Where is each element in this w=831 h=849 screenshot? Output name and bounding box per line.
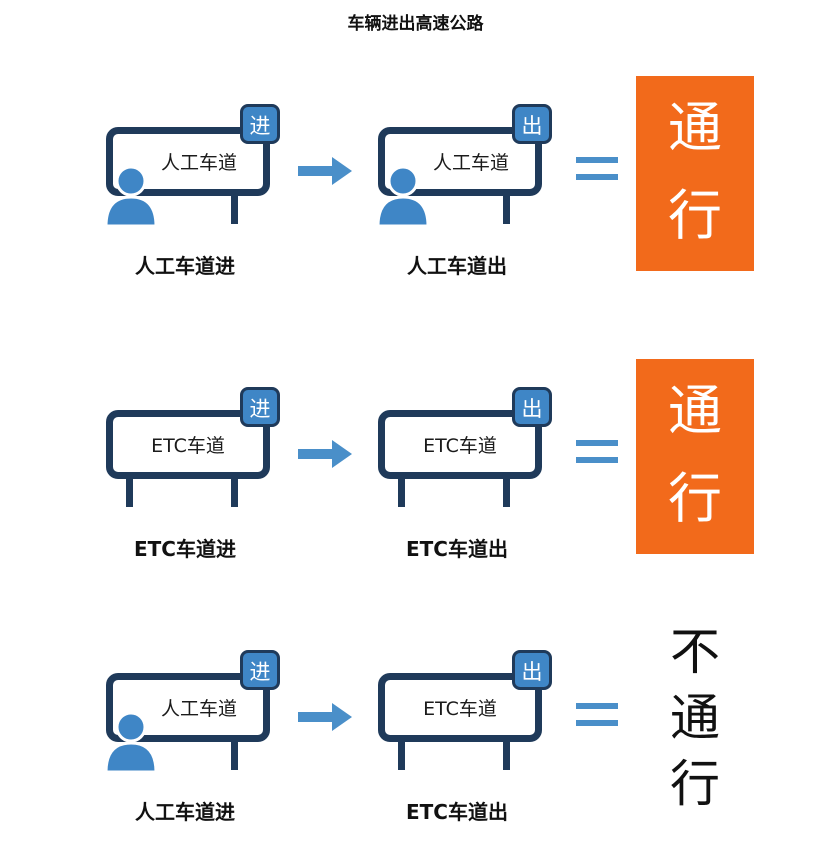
right-arrow-icon [298, 703, 352, 731]
lane-sign-label: 人工车道 [160, 698, 237, 720]
exit-booth: ETC车道 出 ETC车道出 [372, 385, 572, 561]
result-char: 通 [668, 379, 722, 442]
sign-post [503, 192, 510, 224]
entry-booth: ETC车道 进 ETC车道进 [100, 385, 300, 561]
result-pass-block: 通 行 [636, 76, 754, 271]
exit-booth: ETC车道 出 ETC车道出 [372, 648, 572, 824]
sign-post [231, 475, 238, 507]
sign-post [503, 738, 510, 770]
scenario-row-etc-etc: ETC车道 进 ETC车道进 ETC车道 出 ETC车道出 通 行 [0, 345, 831, 575]
booth-caption: 人工车道进 [135, 254, 235, 278]
sign-post [503, 475, 510, 507]
booth-caption: ETC车道出 [406, 800, 508, 824]
right-arrow-icon [298, 440, 352, 468]
lane-sign-label: ETC车道 [423, 698, 497, 720]
sign-post [398, 475, 405, 507]
scenario-row-manual-manual: 人工车道 进 人工车道进 人工车道 出 人工车道出 通 行 [0, 62, 831, 292]
equals-icon [576, 157, 618, 180]
lane-sign-label: ETC车道 [151, 435, 225, 457]
result-pass-block: 通 行 [636, 359, 754, 554]
lane-sign: ETC车道 [106, 410, 270, 479]
page-title: 车辆进出高速公路 [347, 14, 484, 34]
result-char: 行 [670, 755, 720, 813]
result-fail-block: 不 通 行 [636, 622, 754, 817]
equals-icon [576, 440, 618, 463]
exit-badge: 出 [512, 104, 552, 144]
sign-post [231, 192, 238, 224]
entry-booth: 人工车道 进 人工车道进 [100, 102, 300, 278]
result-char: 行 [668, 184, 722, 247]
entry-badge: 进 [240, 387, 280, 427]
result-char: 通 [668, 96, 722, 159]
lane-sign-label: ETC车道 [423, 435, 497, 457]
result-char: 通 [670, 689, 720, 747]
result-char: 不 [670, 623, 720, 681]
right-arrow-icon [298, 157, 352, 185]
exit-badge: 出 [512, 650, 552, 690]
sign-post [398, 738, 405, 770]
equals-icon [576, 703, 618, 726]
lane-sign-label: 人工车道 [160, 152, 237, 174]
person-icon [104, 165, 158, 228]
result-char: 行 [668, 467, 722, 530]
exit-badge: 出 [512, 387, 552, 427]
sign-post [231, 738, 238, 770]
entry-booth: 人工车道 进 人工车道进 [100, 648, 300, 824]
sign-post [126, 475, 133, 507]
booth-caption: ETC车道进 [134, 537, 236, 561]
scenario-row-manual-etc: 人工车道 进 人工车道进 ETC车道 出 ETC车道出 不 通 行 [0, 608, 831, 838]
booth-caption: 人工车道进 [135, 800, 235, 824]
booth-caption: ETC车道出 [406, 537, 508, 561]
entry-badge: 进 [240, 650, 280, 690]
exit-booth: 人工车道 出 人工车道出 [372, 102, 572, 278]
booth-caption: 人工车道出 [407, 254, 507, 278]
person-icon [376, 165, 430, 228]
lane-sign-label: 人工车道 [432, 152, 509, 174]
lane-sign: 人工车道 [378, 127, 542, 196]
entry-badge: 进 [240, 104, 280, 144]
person-icon [104, 711, 158, 774]
